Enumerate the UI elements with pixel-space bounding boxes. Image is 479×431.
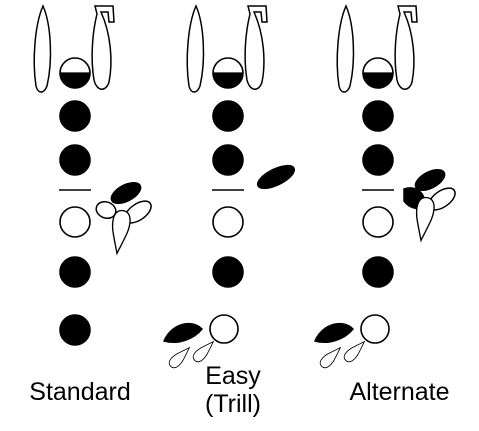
fingering-alternate	[313, 4, 456, 369]
thumb-hole-fill	[59, 72, 91, 89]
pinky-key-lower-left	[319, 346, 342, 369]
hole-l2	[362, 144, 394, 176]
label-standard: Standard	[5, 378, 155, 406]
hole-r1	[59, 206, 91, 238]
label-easy-line-1: Easy	[205, 362, 261, 390]
label-easy: Easy (Trill)	[168, 362, 298, 418]
thumb-hole-fill	[212, 72, 244, 89]
thumb-hole	[212, 57, 244, 89]
hole-r1	[212, 206, 244, 238]
hole-l2	[212, 144, 244, 176]
label-alternate: Alternate	[322, 378, 477, 406]
thumb-hole	[362, 57, 394, 89]
thumb-lever-left	[336, 4, 355, 93]
thumb-hook-right	[244, 5, 268, 90]
pinky-key-top	[313, 322, 355, 343]
thumb-hook-right	[91, 5, 115, 90]
label-standard-line-1: Standard	[29, 378, 131, 406]
pinky-key-lower-left	[168, 346, 191, 369]
trill-key	[256, 164, 296, 190]
side-key-top	[414, 168, 446, 192]
hole-l1	[212, 100, 244, 132]
pinky-ring	[360, 314, 390, 344]
pinky-key-lower-right	[192, 340, 215, 363]
thumb-hole-fill	[362, 72, 394, 89]
thumb-hook-right	[394, 5, 418, 90]
hole-r2	[362, 256, 394, 288]
hole-l1	[362, 100, 394, 132]
label-alternate-line-1: Alternate	[349, 378, 450, 406]
hole-r3	[59, 314, 91, 346]
hole-l2	[59, 144, 91, 176]
fingering-easy	[162, 4, 296, 369]
pinky-ring	[209, 314, 239, 344]
hole-r1	[362, 206, 394, 238]
hole-r2	[212, 256, 244, 288]
fingering-standard	[33, 4, 152, 346]
thumb-lever-left	[186, 4, 205, 93]
side-key-top	[110, 181, 142, 205]
thumb-lever-left	[33, 4, 52, 93]
side-key-lower	[415, 196, 435, 243]
pinky-key-top	[162, 322, 204, 343]
label-easy-line-2: (Trill)	[205, 390, 261, 418]
hole-r2	[59, 256, 91, 288]
side-key-lower	[111, 209, 131, 256]
pinky-key-lower-right	[343, 340, 366, 363]
thumb-hole	[59, 57, 91, 89]
hole-l1	[59, 100, 91, 132]
